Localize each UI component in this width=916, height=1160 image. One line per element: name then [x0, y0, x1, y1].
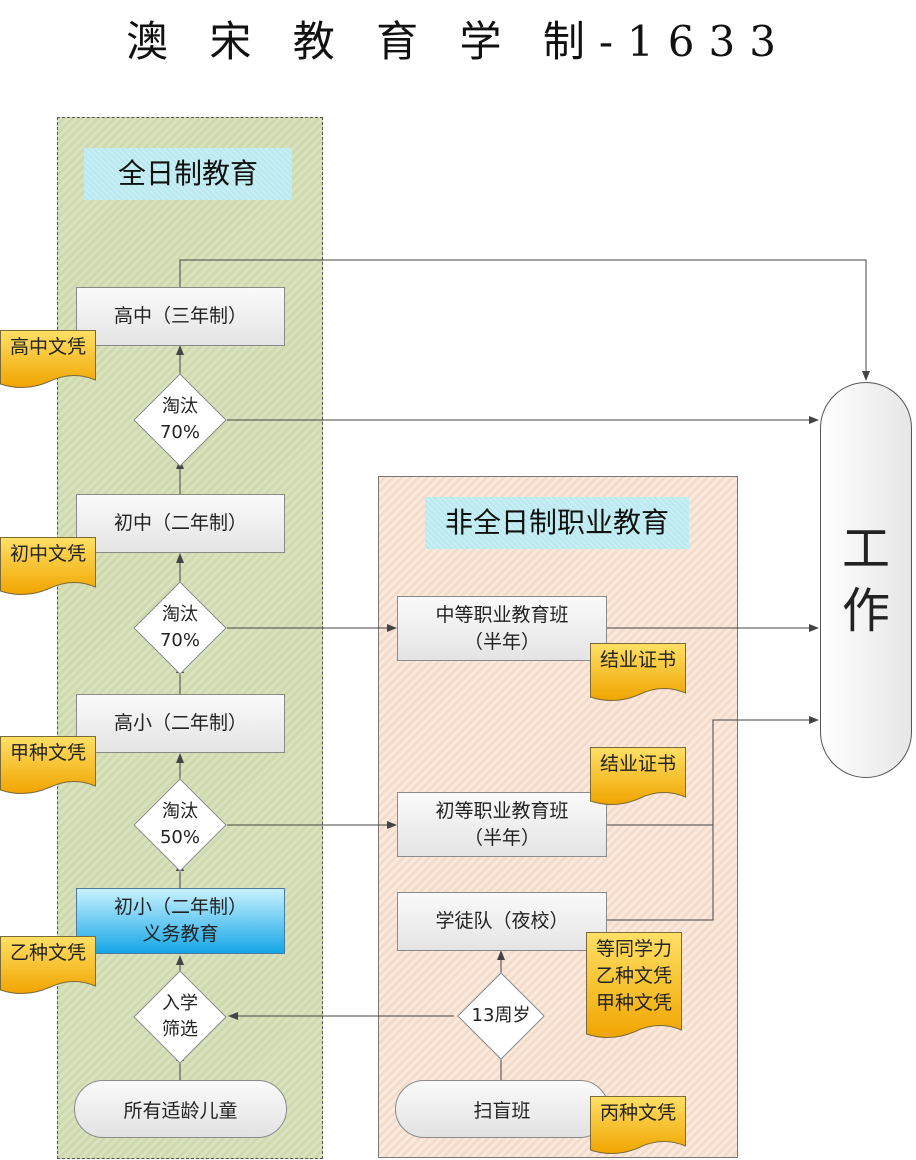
diagram-title: 澳 宋 教 育 学 制-1633 — [126, 17, 790, 66]
secondary-vocational-box: 中等职业教育班 （半年） — [397, 596, 607, 661]
junior-high-box: 初中（二年制） — [76, 494, 285, 553]
yi-certificate: 乙种文凭 — [0, 936, 96, 998]
flow-primaryvoc-to-work — [606, 716, 819, 826]
bing-certificate: 丙种文凭 — [590, 1096, 686, 1158]
parttime-heading: 非全日制职业教育 — [425, 497, 689, 549]
admission-screening-decision: 入学 筛选 — [133, 970, 227, 1064]
flow-apprentice-to-work — [606, 825, 714, 921]
elimination-50-primary-decision: 淘汰 50% — [133, 778, 227, 872]
high-school-certificate: 高中文凭 — [0, 330, 96, 392]
work-label: 工 作 — [841, 521, 890, 639]
equivalent-certificate: 等同学力 乙种文凭 甲种文凭 — [586, 932, 682, 1042]
age-13-decision: 13周岁 — [454, 971, 548, 1061]
completion-certificate-primary: 结业证书 — [590, 747, 686, 809]
lower-primary-box: 初小（二年制） 义务教育 — [76, 888, 285, 954]
literacy-class-terminator: 扫盲班 — [395, 1080, 609, 1138]
jia-certificate: 甲种文凭 — [0, 736, 96, 798]
elimination-70-junior-decision: 淘汰 70% — [133, 581, 227, 675]
work-terminal: 工 作 — [820, 382, 912, 778]
apprentice-night-school-box: 学徒队（夜校） — [397, 892, 607, 951]
all-children-terminator: 所有适龄儿童 — [74, 1080, 287, 1138]
junior-high-certificate: 初中文凭 — [0, 537, 96, 599]
upper-primary-box: 高小（二年制） — [76, 694, 285, 753]
primary-vocational-box: 初等职业教育班 （半年） — [397, 792, 607, 857]
completion-certificate-secondary: 结业证书 — [590, 643, 686, 705]
elimination-70-high-decision: 淘汰 70% — [133, 373, 227, 467]
flow-high-to-work — [179, 259, 870, 381]
fulltime-heading: 全日制教育 — [84, 148, 292, 200]
high-school-box: 高中（三年制） — [76, 287, 285, 346]
